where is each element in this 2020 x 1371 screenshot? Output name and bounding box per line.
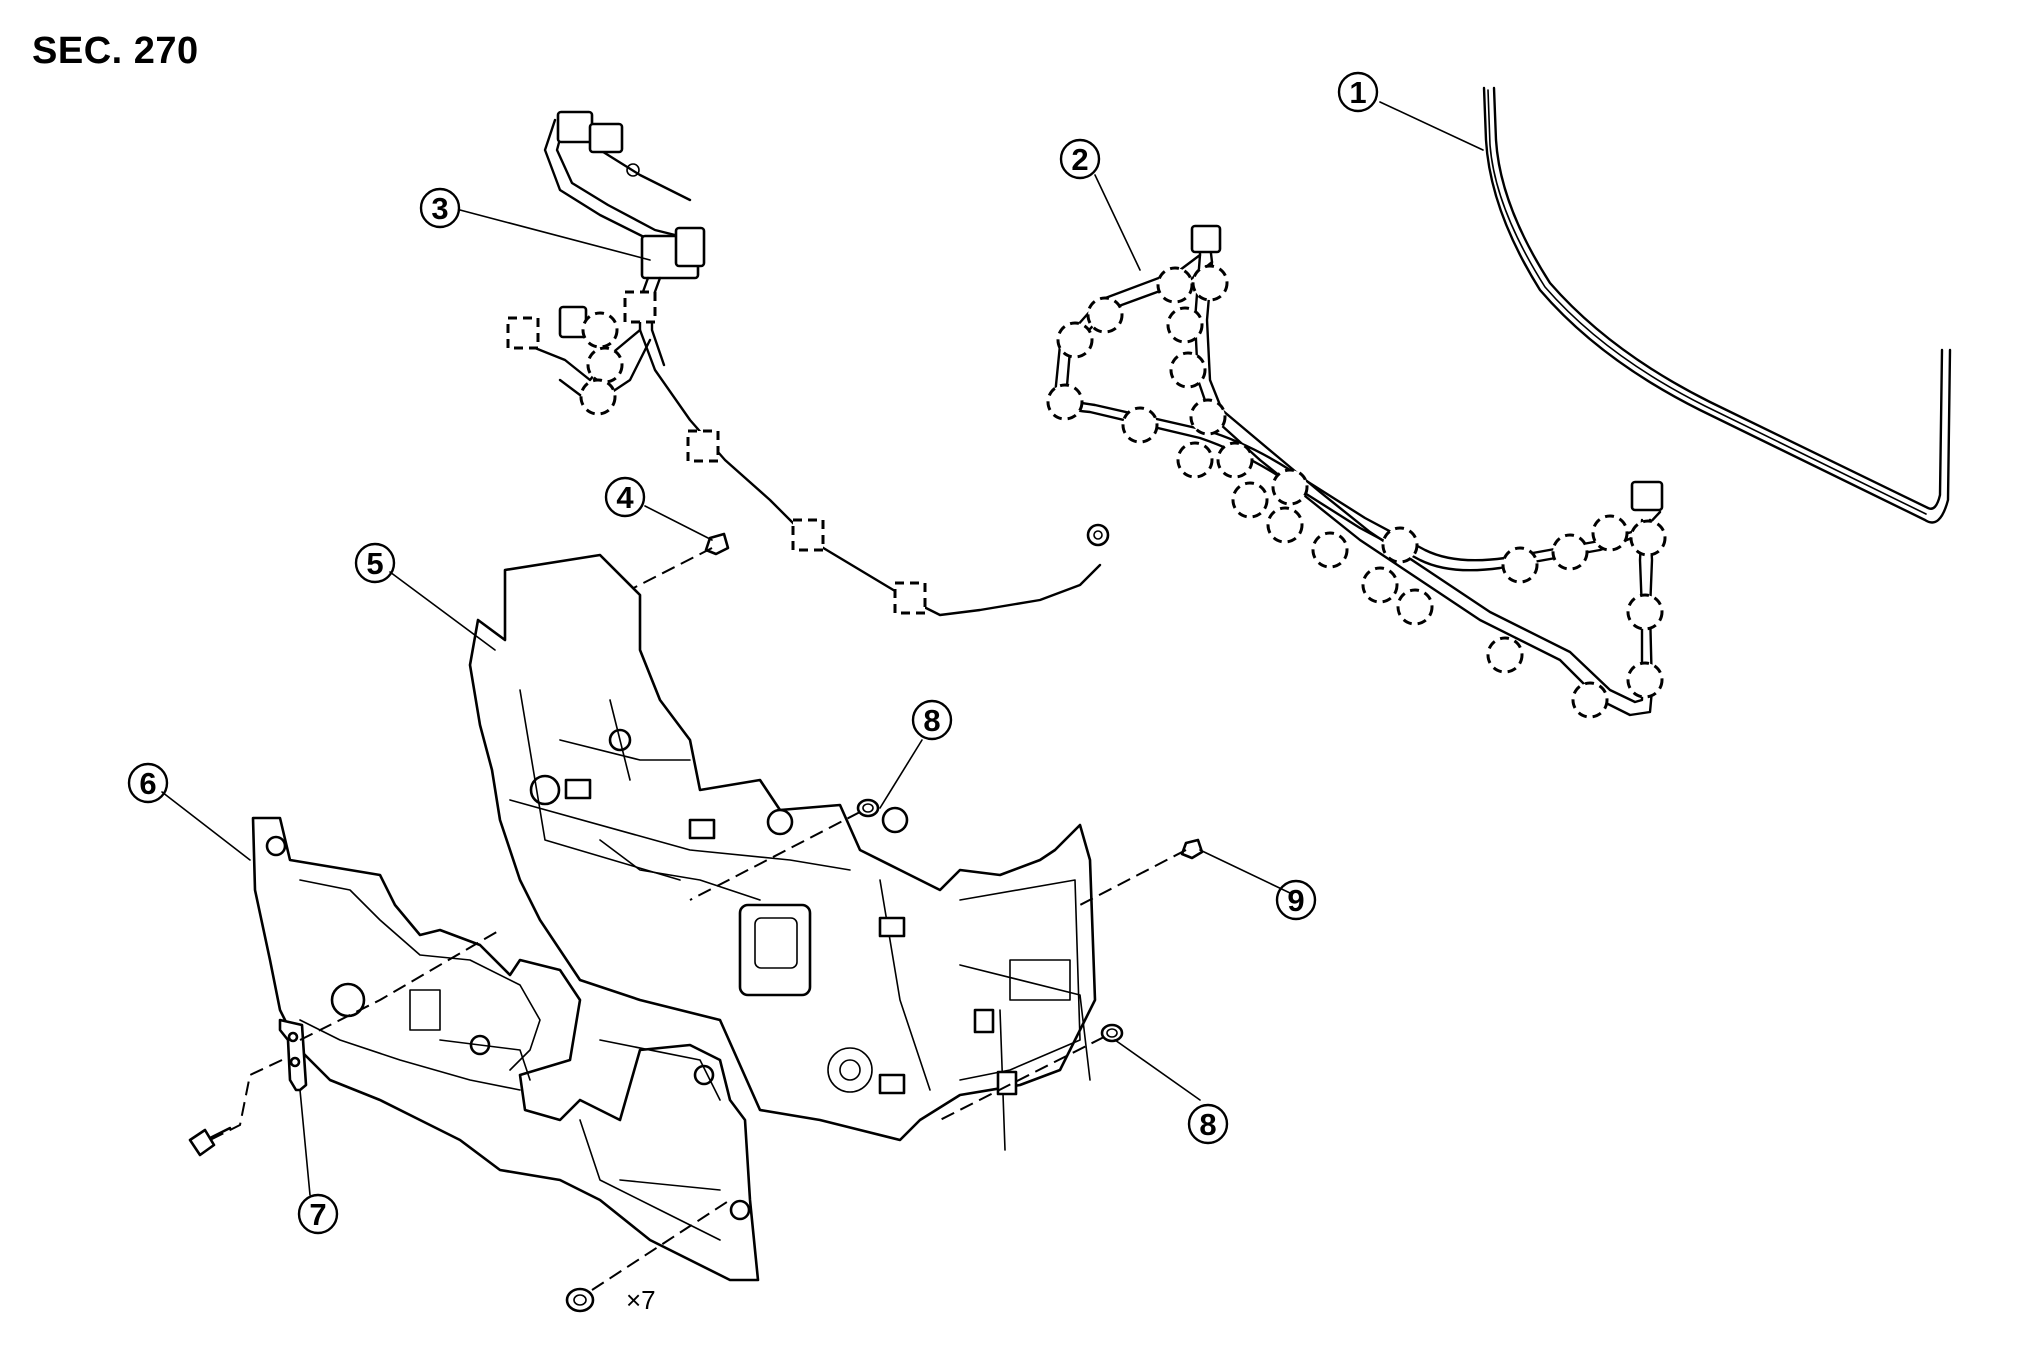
callout-number: 4 bbox=[616, 480, 634, 515]
callout-9: 9 bbox=[1275, 879, 1317, 921]
cable-tube-part bbox=[1482, 86, 1952, 524]
callout-8-lower: 8 bbox=[1187, 1103, 1229, 1145]
section-label: SEC. 270 bbox=[32, 30, 199, 72]
callout-7: 7 bbox=[297, 1193, 339, 1235]
bolt-part bbox=[188, 1126, 232, 1157]
callout-number: 7 bbox=[309, 1197, 326, 1232]
callout-number: 6 bbox=[139, 766, 156, 801]
callout-number: 1 bbox=[1349, 75, 1366, 110]
callout-number: 8 bbox=[1199, 1107, 1216, 1142]
callout-number: 3 bbox=[431, 191, 448, 226]
front-mounting-plate-part bbox=[251, 816, 760, 1282]
clip-screw-part bbox=[565, 1199, 731, 1313]
nut-part-9 bbox=[1079, 838, 1204, 906]
grommet-part-upper bbox=[689, 798, 880, 901]
callout-8-upper: 8 bbox=[911, 699, 953, 741]
callout-3: 3 bbox=[419, 187, 461, 229]
main-bracket-frame-part bbox=[468, 553, 1097, 1151]
callout-number: 5 bbox=[366, 546, 383, 581]
upper-harness-part bbox=[506, 110, 1110, 617]
callout-4: 4 bbox=[604, 476, 646, 518]
leader-lines bbox=[161, 101, 1484, 1196]
grommet-part-lower bbox=[939, 1023, 1124, 1121]
callout-2: 2 bbox=[1059, 138, 1101, 180]
callout-1: 1 bbox=[1337, 71, 1379, 113]
callout-number: 2 bbox=[1071, 142, 1088, 177]
callout-number: 9 bbox=[1287, 883, 1304, 918]
callout-5: 5 bbox=[354, 542, 396, 584]
callout-number: 8 bbox=[923, 703, 940, 738]
small-bracket-part bbox=[209, 929, 501, 1141]
callout-6: 6 bbox=[127, 762, 169, 804]
quantity-note: ×7 bbox=[626, 1285, 656, 1315]
harness-with-clips-part bbox=[1046, 224, 1667, 719]
